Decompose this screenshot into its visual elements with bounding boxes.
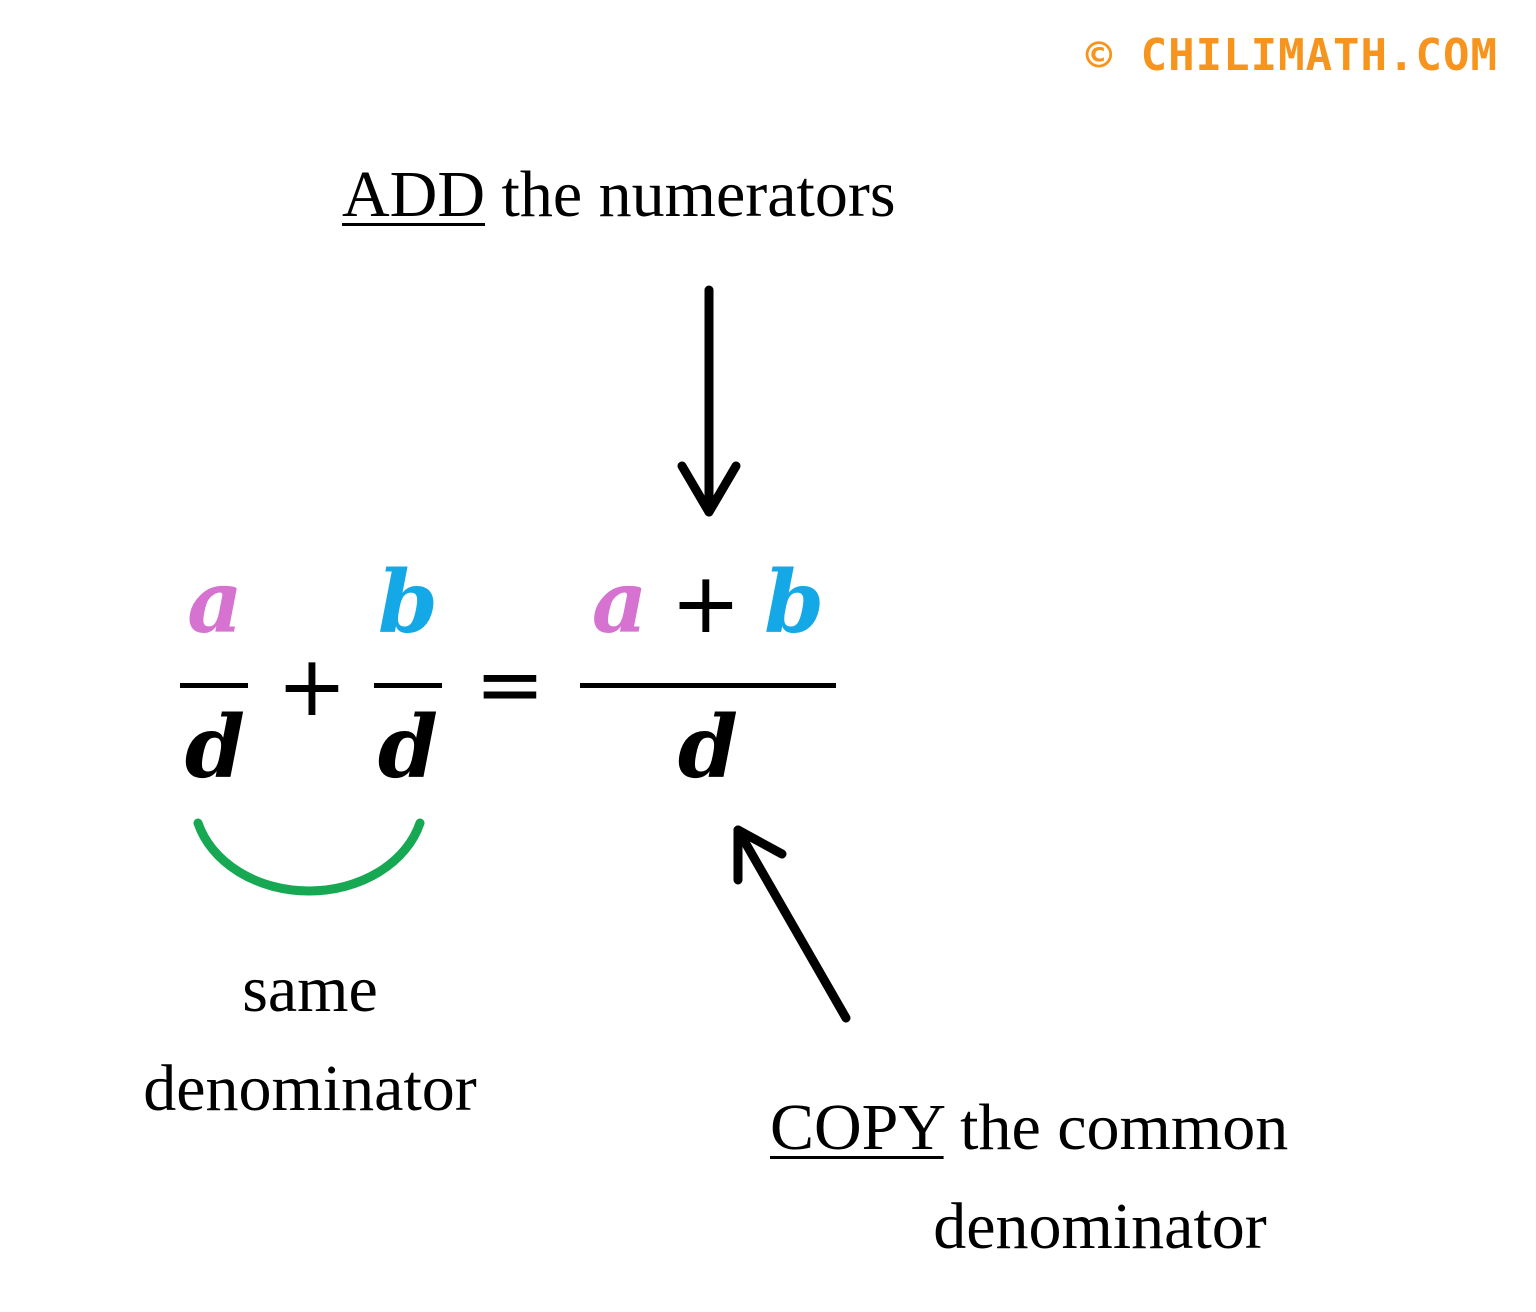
same-label-line2: denominator (143, 1052, 477, 1125)
copy-denominator-label: COPY the common denominator (770, 1078, 1430, 1276)
fraction2-bar (374, 683, 442, 688)
fraction1-bar (180, 683, 248, 688)
result-denominator: d (677, 697, 739, 798)
result-fraction-bar (580, 683, 836, 688)
fraction2-denominator: d (377, 697, 439, 798)
plus-operator: + (276, 637, 348, 735)
brace-arc-icon (193, 818, 425, 896)
fraction1-denominator: d (184, 697, 246, 798)
result-numerator-b: b (764, 552, 825, 653)
add-numerators-label: ADD the numerators (342, 162, 896, 228)
same-label-line1: same (242, 953, 378, 1026)
equals-operator: = (474, 635, 546, 733)
fraction2-numerator: b (377, 552, 439, 653)
result-numerator-plus: + (670, 554, 741, 652)
fraction1-numerator: a (187, 552, 243, 653)
result-numerator-a: a (591, 552, 648, 653)
arrow-down-icon (677, 285, 741, 517)
same-denominator-label: same denominator (100, 940, 520, 1138)
arrow-up-left-icon (733, 825, 851, 1023)
watermark-text: © CHILIMATH.COM (1085, 30, 1498, 81)
result-numerator: a + b (580, 560, 836, 646)
add-emphasis: ADD (342, 158, 485, 231)
copy-label-line2: denominator (933, 1190, 1267, 1263)
add-rest: the numerators (501, 158, 896, 231)
copy-emphasis: COPY (770, 1091, 944, 1164)
copy-rest: the common (960, 1091, 1289, 1164)
watermark: © CHILIMATH.COM (1086, 30, 1498, 81)
copy-label-line1: COPY the common (770, 1078, 1430, 1177)
